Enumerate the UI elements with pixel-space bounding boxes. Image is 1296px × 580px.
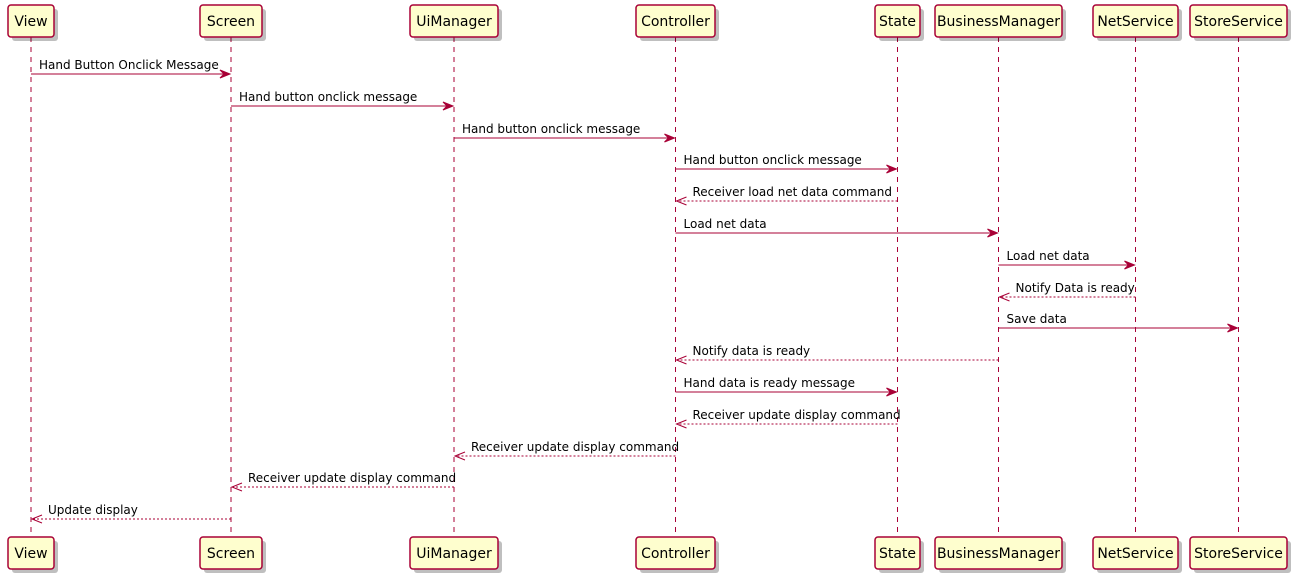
message-8: Notify Data is ready — [998, 281, 1136, 302]
participant-top-businessmanager: BusinessManager — [934, 4, 1066, 41]
arrowhead-filled — [219, 69, 232, 79]
participant-bottom-screen: Screen — [199, 536, 266, 573]
participant-label: UiManager — [416, 14, 492, 30]
arrowhead-open — [30, 514, 43, 524]
message-label: Receiver update display command — [693, 408, 901, 422]
arrowhead-open — [453, 451, 466, 461]
message-2: Hand button onclick message — [231, 90, 455, 111]
participant-label: NetService — [1097, 546, 1173, 562]
arrowhead-open — [675, 419, 687, 429]
participant-box — [934, 4, 1063, 38]
participant-box — [635, 536, 716, 570]
participant-label: StoreService — [1194, 14, 1283, 30]
participant-label: View — [14, 14, 47, 30]
message-12: Receiver update display command — [675, 408, 901, 429]
participant-box — [635, 4, 716, 38]
message-11: Hand data is ready message — [675, 376, 898, 397]
arrowhead-filled — [442, 101, 455, 111]
participant-top-screen: Screen — [199, 4, 266, 41]
participant-top-uimanager: UiManager — [409, 4, 502, 41]
message-label: Hand button onclick message — [239, 90, 417, 104]
participants-top: View Screen UiManager Controller State Busine… — [7, 4, 1291, 41]
arrowhead-filled — [664, 133, 676, 143]
arrowhead-open — [998, 292, 1010, 302]
arrowhead-filled — [1124, 260, 1136, 270]
message-label: Save data — [1007, 312, 1067, 326]
arrowhead-open — [675, 355, 687, 365]
participant-label: BusinessManager — [937, 14, 1060, 30]
participant-box — [199, 4, 263, 38]
message-10: Notify data is ready — [675, 344, 999, 365]
participant-bottom-storeservice: StoreService — [1189, 536, 1291, 573]
message-label: Notify Data is ready — [1016, 281, 1135, 295]
participant-label: BusinessManager — [937, 546, 1060, 562]
participant-bottom-netservice: NetService — [1092, 536, 1182, 573]
message-label: Hand button onclick message — [462, 122, 640, 136]
participant-bottom-uimanager: UiManager — [409, 536, 502, 573]
arrowhead-filled — [886, 164, 898, 174]
arrowhead-filled — [1227, 323, 1239, 333]
message-label: Load net data — [684, 217, 767, 231]
participant-label: Screen — [207, 546, 255, 562]
participant-box — [409, 4, 499, 38]
message-13: Receiver update display command — [453, 440, 679, 461]
arrowhead-filled — [886, 387, 898, 397]
message-label: Notify data is ready — [693, 344, 811, 358]
participant-label: UiManager — [416, 546, 492, 562]
participant-label: State — [879, 14, 916, 30]
message-label: Hand Button Onclick Message — [39, 58, 219, 72]
participant-box — [934, 536, 1063, 570]
participant-bottom-controller: Controller — [635, 536, 719, 573]
participant-label: View — [14, 546, 47, 562]
message-label: Receiver update display command — [248, 471, 456, 485]
participant-box — [199, 536, 263, 570]
participant-box — [1092, 4, 1179, 38]
arrowhead-open — [230, 482, 243, 492]
message-label: Receiver update display command — [471, 440, 679, 454]
message-5: Receiver load net data command — [675, 185, 898, 206]
participant-bottom-view: View — [7, 536, 58, 573]
message-4: Hand button onclick message — [675, 153, 898, 174]
participant-box — [7, 4, 55, 38]
participant-label: Screen — [207, 14, 255, 30]
message-label: Update display — [48, 503, 138, 517]
message-15: Update display — [30, 503, 231, 524]
participant-box — [1092, 536, 1179, 570]
participants-bottom: View Screen UiManager Controller State Busine… — [7, 536, 1291, 573]
participant-top-controller: Controller — [635, 4, 719, 41]
lifelines — [30, 37, 1239, 537]
participant-box — [874, 536, 921, 570]
arrowhead-filled — [987, 228, 999, 238]
message-6: Load net data — [675, 217, 999, 238]
message-label: Receiver load net data command — [693, 185, 892, 199]
participant-box — [409, 536, 499, 570]
participant-bottom-businessmanager: BusinessManager — [934, 536, 1066, 573]
participant-label: NetService — [1097, 14, 1173, 30]
participant-label: Controller — [641, 14, 710, 30]
participant-label: StoreService — [1194, 546, 1283, 562]
message-1: Hand Button Onclick Message — [31, 58, 232, 79]
message-14: Receiver update display command — [230, 471, 456, 492]
arrowhead-open — [675, 196, 687, 206]
participant-bottom-state: State — [874, 536, 924, 573]
participant-top-netservice: NetService — [1092, 4, 1182, 41]
participant-box — [7, 536, 55, 570]
participant-box — [1189, 4, 1288, 38]
message-label: Hand button onclick message — [684, 153, 862, 167]
participant-top-view: View — [7, 4, 58, 41]
message-9: Save data — [998, 312, 1239, 333]
message-label: Hand data is ready message — [684, 376, 856, 390]
message-7: Load net data — [998, 249, 1136, 270]
participant-label: Controller — [641, 546, 710, 562]
participant-top-state: State — [874, 4, 924, 41]
participant-box — [874, 4, 921, 38]
participant-top-storeservice: StoreService — [1189, 4, 1291, 41]
message-3: Hand button onclick message — [454, 122, 676, 143]
message-label: Load net data — [1007, 249, 1090, 263]
participant-box — [1189, 536, 1288, 570]
participant-label: State — [879, 546, 916, 562]
